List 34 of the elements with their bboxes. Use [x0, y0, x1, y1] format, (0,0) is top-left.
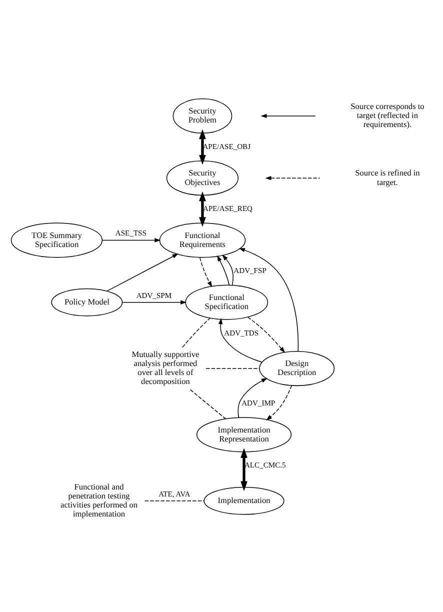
arrow [266, 384, 292, 420]
node-text: Functional and penetration testing activities performed on implementation [60, 482, 138, 518]
arrow [102, 238, 161, 242]
node-ellipse: Security Problem [172, 98, 232, 134]
node-ellipse: TOE Summary Specification [10, 222, 103, 258]
arrow [238, 248, 299, 352]
arrow [238, 378, 268, 418]
node-ellipse: Functional Specification [185, 284, 268, 320]
connector [190, 388, 226, 419]
node-text: Mutually supportive analysis performed over all levels of decomposition [132, 350, 200, 386]
arrow [106, 253, 178, 291]
edge-label: ADV_SPM [136, 290, 172, 300]
connector [144, 500, 204, 501]
arrow [199, 190, 206, 226]
node-ellipse: Security Objectives [166, 160, 239, 196]
node-ellipse: Implementation [204, 486, 284, 514]
legend-label: Source corresponds to target (reflected in requirements). [350, 102, 424, 129]
arrow [217, 254, 230, 286]
arrow [222, 254, 234, 286]
node-ellipse: Policy Model [51, 288, 123, 316]
connector [182, 317, 210, 348]
edge-label: ADV_FSP [234, 266, 266, 275]
arrow [199, 128, 206, 164]
arrow [247, 316, 286, 352]
edge-label: ADV_TDS [224, 328, 259, 337]
arrow [200, 256, 212, 287]
node-ellipse: Implementation Representation [196, 416, 292, 452]
edge-label: ATE, AVA [158, 488, 190, 498]
edge-label: ASE_TSS [115, 228, 146, 238]
arrow [240, 448, 248, 491]
legend-label: Source is refined in target. [355, 168, 420, 186]
arrow [218, 318, 262, 362]
arrow [122, 300, 187, 304]
edge-label: ADV_IMP [242, 398, 276, 408]
